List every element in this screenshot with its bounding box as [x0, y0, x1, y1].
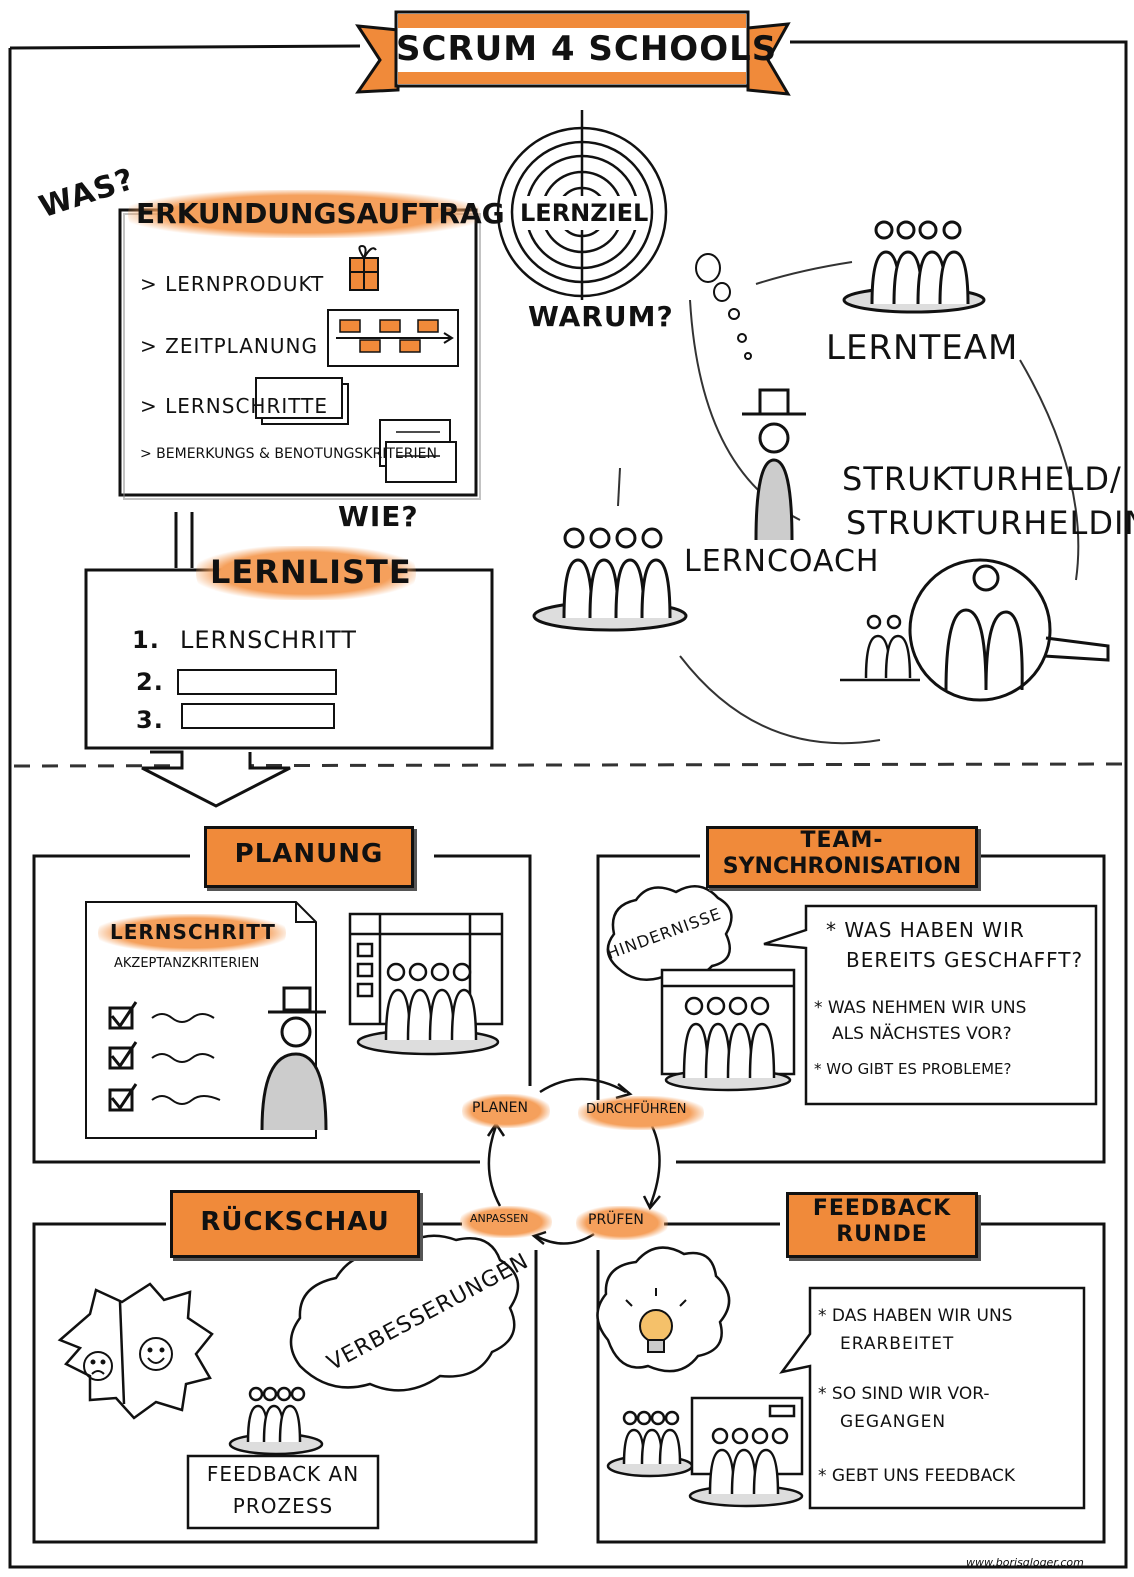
gift-icon: [349, 244, 379, 291]
checkbox-icons: [108, 1001, 221, 1112]
team-sync-question: ALS NÄCHSTES VOR?: [832, 1024, 1012, 1044]
outer-frame: [8, 40, 1128, 1569]
cycle-step-pruefen: PRÜFEN: [588, 1212, 644, 1228]
lernziel-label: LERNZIEL: [520, 199, 649, 227]
feedback-point: ERARBEITET: [840, 1334, 955, 1354]
cycle-step-durchfuehren-highlight: [578, 1096, 704, 1130]
wie-label: WIE?: [338, 500, 419, 533]
feedback-an-prozess-box: [186, 1454, 380, 1530]
credit-link[interactable]: www.borisgloger.com: [966, 1556, 1084, 1569]
feedback-an-prozess-line1: FEEDBACK AN: [206, 1462, 360, 1486]
rueckschau-team-icon: [228, 1386, 324, 1456]
lernliste-first-item: LERNSCHRITT: [180, 626, 357, 654]
scrum-cycle-circle: [486, 1077, 661, 1245]
lernliste-number: 2.: [136, 668, 164, 696]
sad-face-icon: [83, 1351, 113, 1381]
planung-coach-icon: [260, 986, 328, 1131]
team-sync-question: * WAS NEHMEN WIR UNS: [814, 998, 1027, 1018]
mood-burst-icon: [57, 1282, 214, 1420]
team-sync-question: * WAS HABEN WIR: [826, 918, 1025, 942]
lightbulb-icon: [625, 1288, 687, 1353]
idea-cloud-icon: [596, 1246, 731, 1373]
team-sync-question: * WO GIBT ES PROBLEME?: [814, 1060, 1012, 1078]
lernliste-number: 1.: [132, 626, 160, 654]
magnifier-icon: [908, 558, 1110, 702]
planung-frame: [32, 854, 532, 1164]
cycle-step-anpassen-highlight: [460, 1206, 552, 1238]
lernliste-number: 3.: [136, 706, 164, 734]
dashed-separator: [13, 762, 1123, 768]
team-sync-question: BEREITS GESCHAFFT?: [846, 948, 1084, 972]
lernteam-label: LERNTEAM: [826, 328, 1019, 368]
feedback-point: GEGANGEN: [840, 1412, 947, 1432]
lernteam-people-icon: [842, 220, 986, 314]
erkundungsauftrag-item: > LERNSCHRITTE: [140, 394, 328, 418]
feedback-frame: [596, 1222, 1106, 1544]
strukturheld-label: STRUKTURHELD/: [842, 460, 1122, 498]
feedback-point: * GEBT UNS FEEDBACK: [818, 1466, 1015, 1486]
page-title: SCRUM 4 SCHOOLS: [396, 29, 778, 69]
feedback-title-line1: FEEDBACK: [812, 1196, 952, 1221]
thought-bubbles: [695, 253, 752, 360]
planung-header: [204, 826, 414, 888]
rueckschau-title: RÜCKSCHAU: [200, 1207, 390, 1237]
feedback-team-icon: [606, 1410, 694, 1478]
feedback-header: [786, 1192, 978, 1258]
cycle-step-planen: PLANEN: [472, 1100, 528, 1116]
cycle-step-pruefen-highlight: [576, 1206, 668, 1240]
cycle-step-anpassen: ANPASSEN: [470, 1212, 529, 1225]
connector-lines: [174, 512, 194, 568]
team-sync-title-line2: SYNCHRONISATION: [722, 854, 962, 879]
team-sync-frame: [596, 854, 1106, 1164]
rueckschau-frame: [32, 1222, 538, 1544]
erkundungsauftrag-item: > LERNPRODUKT: [140, 272, 325, 296]
lerncoach-label: LERNCOACH: [684, 544, 880, 579]
feedback-point: * SO SIND WIR VOR-: [818, 1384, 990, 1404]
standup-board-icon: [660, 968, 796, 1092]
team-sync-header: [706, 826, 978, 888]
erkundungsauftrag-item: > BEMERKUNGS & BENOTUNGSKRITERIEN: [140, 446, 437, 462]
lernliste-title: LERNLISTE: [210, 553, 412, 591]
feedback-an-prozess-line2: PROZESS: [232, 1494, 334, 1518]
rueckschau-header: [170, 1190, 420, 1258]
cycle-step-durchfuehren: DURCHFÜHREN: [586, 1102, 687, 1117]
feedback-point: * DAS HABEN WIR UNS: [818, 1306, 1013, 1326]
documents-icon: [379, 419, 457, 483]
cycle-step-planen-highlight: [462, 1094, 550, 1128]
lernschritt-card-subtitle: AKZEPTANZKRITERIEN: [114, 956, 260, 971]
feedback-title-line2: RUNDE: [836, 1222, 928, 1247]
warum-label: WARUM?: [528, 300, 674, 333]
lernliste-box: [84, 568, 494, 750]
lernschritt-card-title: LERNSCHRITT: [110, 920, 276, 944]
verbesserungen-cloud-icon: [289, 1234, 520, 1392]
erkundungsauftrag-highlight: [128, 190, 480, 238]
lernteam-left-people-icon: [532, 527, 688, 632]
title-banner-shape: [355, 10, 791, 96]
happy-face-icon: [139, 1337, 173, 1371]
lerncoach-figure-icon: [742, 388, 806, 541]
top-cycle-arc: [1019, 359, 1080, 581]
lernschritt-highlight: [98, 914, 286, 952]
strukturheldin-label: STRUKTURHELDIN: [846, 504, 1134, 542]
stakeholder-board-icon: [688, 1396, 804, 1508]
small-people-icon: [840, 614, 920, 682]
lernliste-highlight: [196, 546, 416, 600]
team-sync-speech-bubble: [763, 904, 1098, 1106]
erkundungsauftrag-title: ERKUNDUNGSAUFTRAG: [136, 197, 505, 230]
timeline-icon: [327, 309, 459, 367]
feedback-speech-bubble: [779, 1286, 1086, 1510]
stacked-pages-icon: [255, 377, 349, 425]
erkundungsauftrag-item: > ZEITPLANUNG: [140, 334, 318, 358]
taskboard-icon: [348, 912, 504, 1056]
planung-title: PLANUNG: [234, 839, 384, 869]
team-sync-title-line1: TEAM-: [800, 828, 884, 853]
down-arrow-icon: [141, 750, 291, 808]
lernschritt-card: [85, 901, 317, 1139]
